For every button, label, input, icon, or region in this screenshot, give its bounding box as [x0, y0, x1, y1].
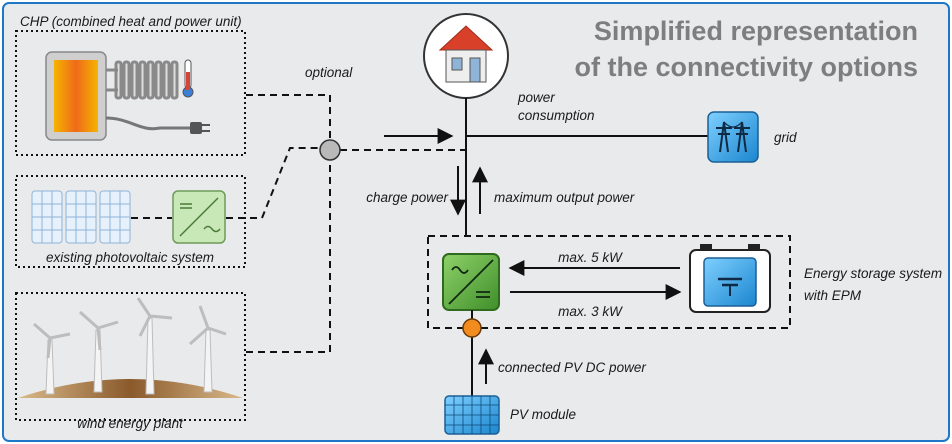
wind-box: wind energy plant	[15, 292, 246, 431]
wind-label: wind energy plant	[77, 416, 184, 431]
title-line-2: of the connectivity options	[574, 52, 918, 82]
grid-label: grid	[774, 130, 797, 145]
chp-label: CHP (combined heat and power unit)	[20, 14, 242, 29]
existing-pv-label: existing photovoltaic system	[46, 250, 214, 265]
max-output-power-label: maximum output power	[494, 190, 635, 205]
max-3kw-label: max. 3 kW	[558, 304, 623, 319]
pv-module-label: PV module	[510, 407, 576, 422]
battery-icon	[689, 244, 771, 313]
optional-label: optional	[305, 65, 353, 80]
junction-node-optional	[319, 139, 341, 161]
energy-storage-box	[427, 235, 791, 329]
house-icon	[423, 13, 509, 99]
chp-box: CHP (combined heat and power unit)	[15, 14, 246, 156]
max-5kw-label: max. 5 kW	[558, 250, 623, 265]
power-consumption-label-1: power	[517, 90, 555, 105]
energy-storage-label-1: Energy storage system	[804, 266, 942, 281]
existing-pv-box: existing photovoltaic system	[15, 175, 246, 268]
title-line-1: Simplified representation	[594, 16, 918, 46]
inverter-icon	[442, 253, 500, 311]
connected-pv-label: connected PV DC power	[498, 360, 646, 375]
pv-connection-line	[226, 147, 318, 219]
wind-connection-line	[246, 160, 331, 353]
power-consumption-label-2: consumption	[518, 108, 595, 123]
chp-icon	[45, 51, 210, 141]
energy-storage-label-2: with EPM	[804, 288, 862, 303]
chp-connection-line	[246, 94, 331, 140]
charge-power-label: charge power	[366, 190, 448, 205]
pv-inverter-icon	[172, 190, 226, 244]
grid-icon	[707, 111, 759, 163]
pv-panels-icon	[31, 190, 131, 244]
pv-module-icon	[444, 395, 500, 435]
junction-node-pv	[462, 318, 482, 338]
wind-turbines-icon	[33, 297, 227, 395]
